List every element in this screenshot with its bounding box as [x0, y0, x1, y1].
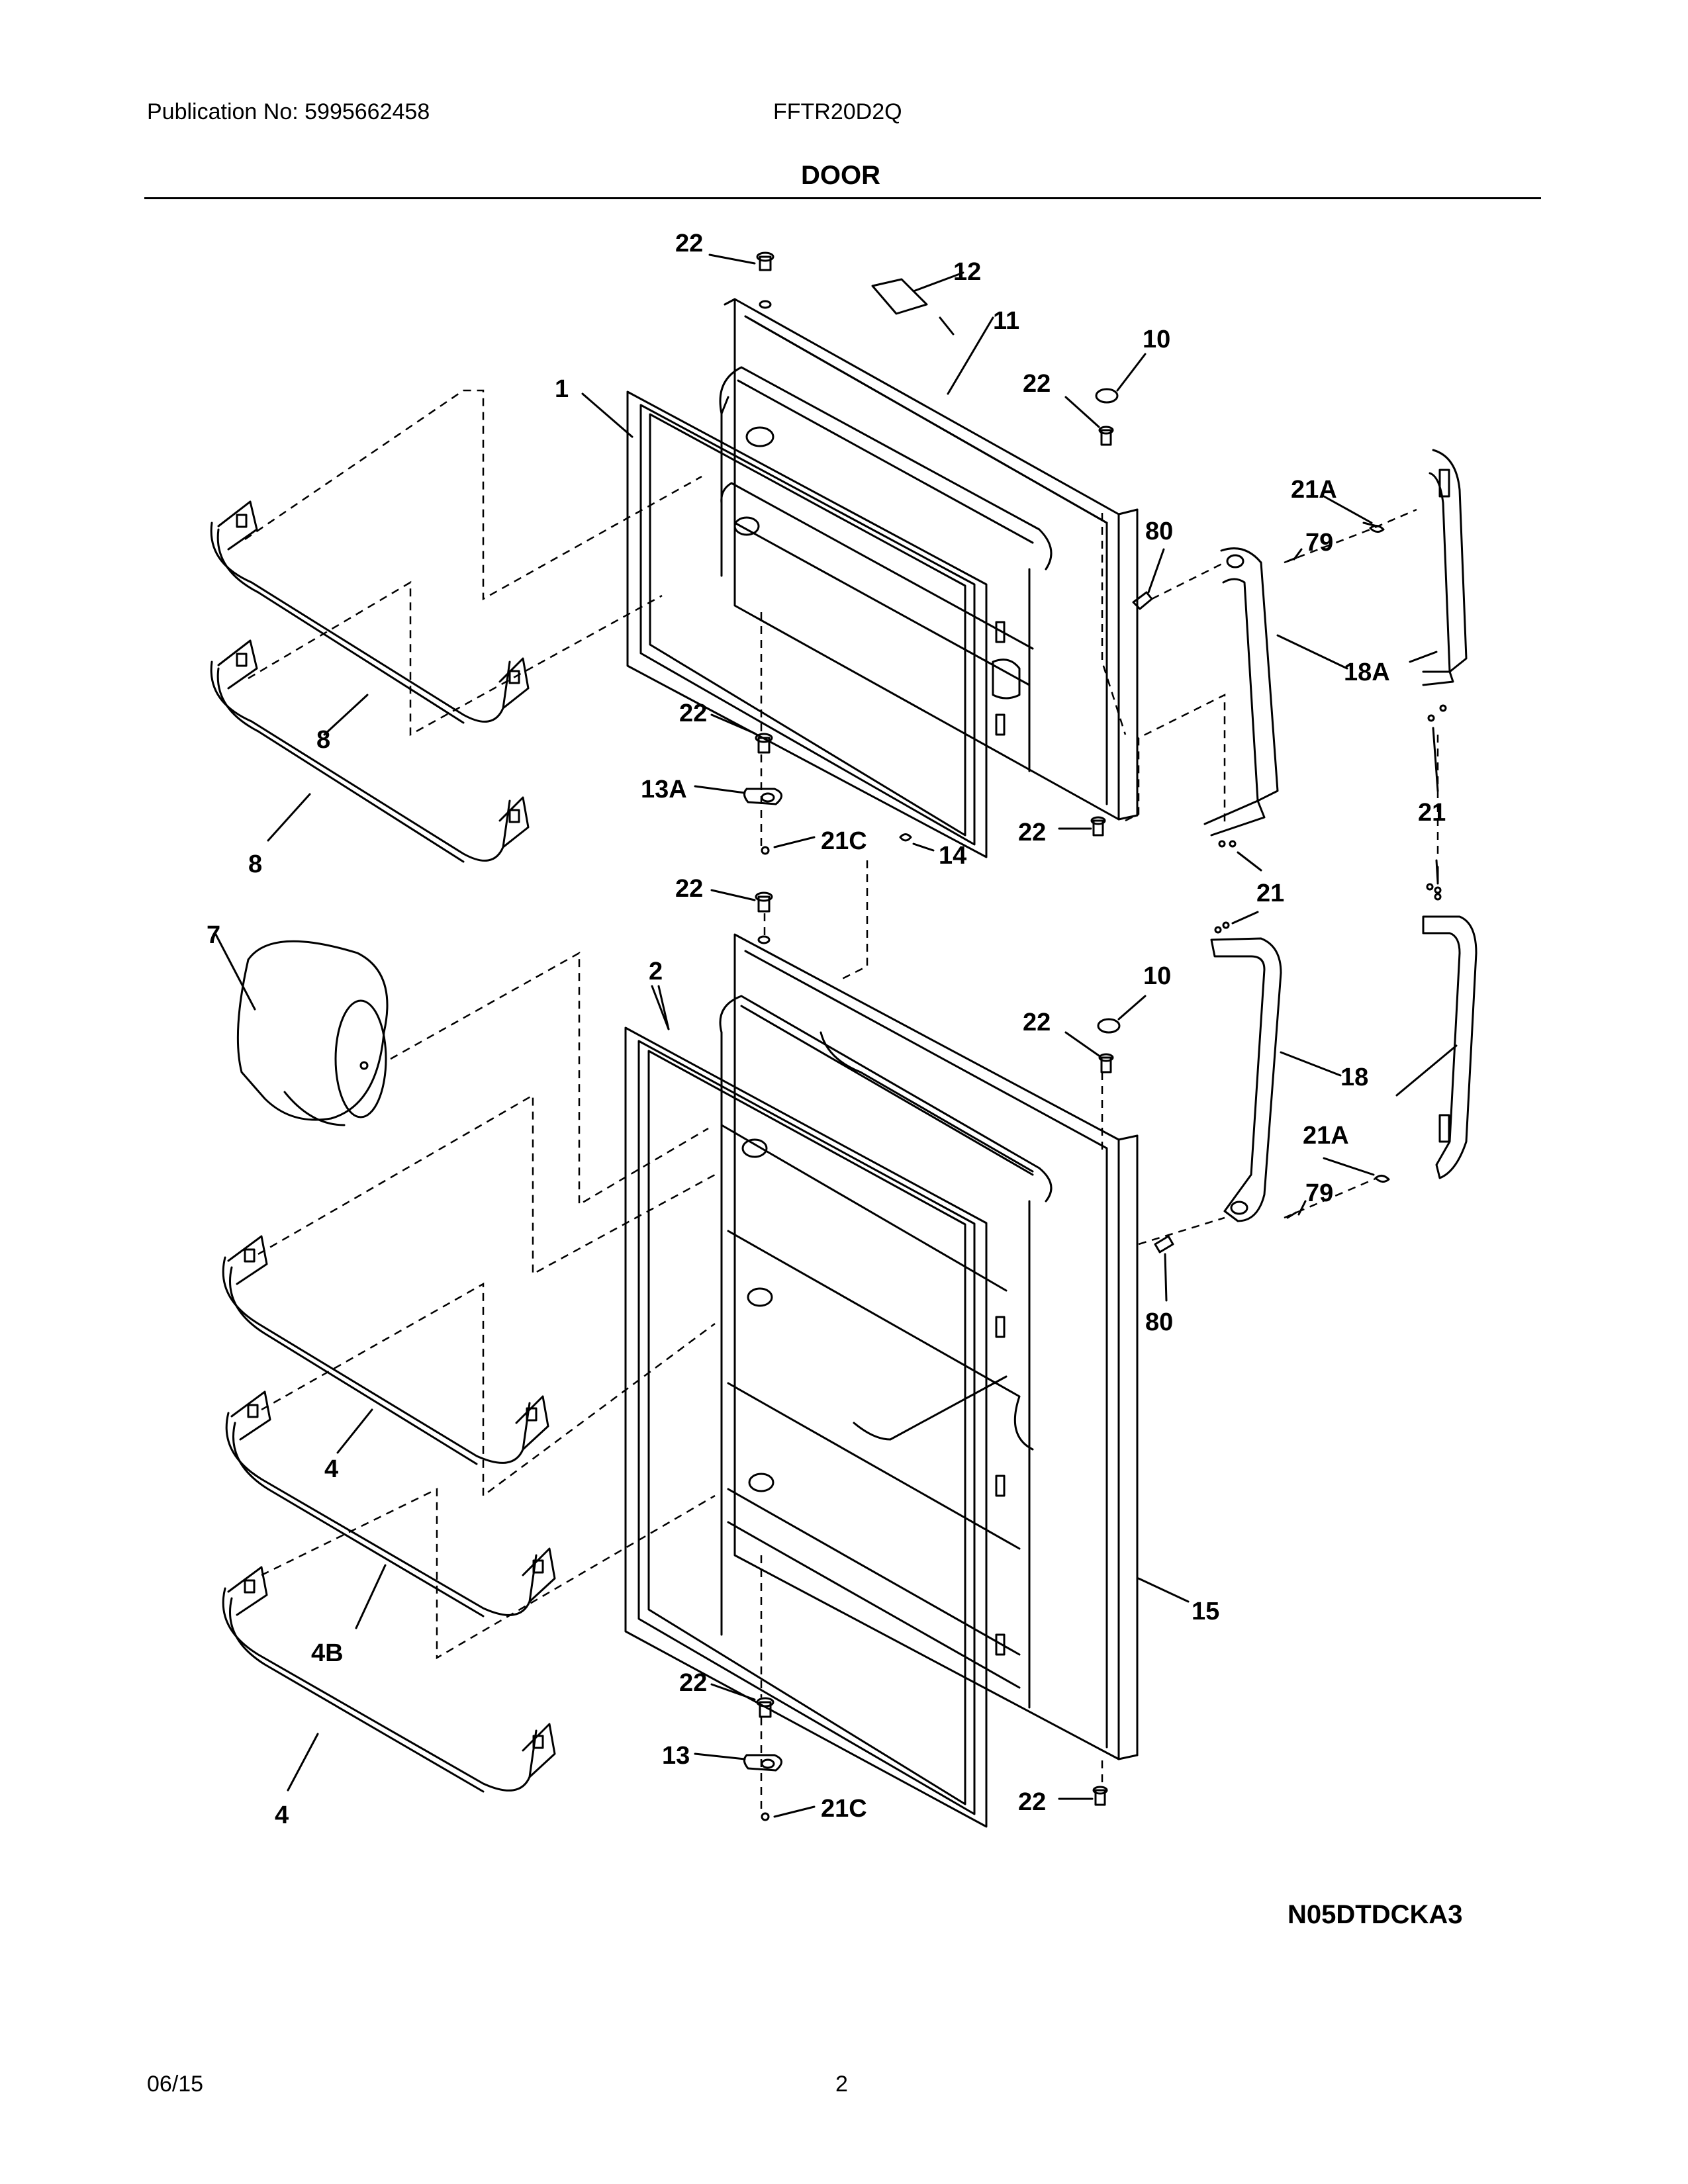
freezer-handle-trim: [1409, 449, 1468, 686]
fresh-food-door-shelf-upper: [222, 1235, 549, 1465]
hinge-cover-12: [871, 271, 964, 315]
callout-13A: 13A: [641, 776, 687, 803]
callout-21C-upper: 21C: [821, 827, 867, 855]
callout-22-top: 22: [675, 230, 703, 257]
hinge-screw-22-upper: [1064, 396, 1114, 446]
callout-22-lower-bottom-right: 22: [1018, 1788, 1046, 1816]
callout-line-2: [651, 985, 670, 1030]
callout-21-mid: 21: [1256, 880, 1284, 907]
callout-4-lower: 4: [275, 1801, 289, 1829]
callout-4-upper: 4: [324, 1455, 338, 1483]
callout-21-right: 21: [1418, 799, 1446, 827]
callout-12: 12: [953, 258, 981, 286]
callout-10-upper: 10: [1143, 326, 1170, 353]
fresh-food-door-shelf-lower: [222, 1566, 556, 1793]
callout-21A-upper: 21A: [1291, 476, 1337, 504]
callout-22-hinge-lower: 22: [1023, 1009, 1051, 1036]
callout-8-upper: 8: [316, 726, 330, 754]
callout-1: 1: [555, 375, 569, 403]
callout-13: 13: [662, 1742, 690, 1770]
callout-18A: 18A: [1344, 659, 1390, 686]
callout-line-11: [947, 316, 994, 395]
upper-handle-hardware: [1132, 495, 1447, 901]
fresh-food-handle-18: [1210, 937, 1342, 1222]
header-divider: [144, 197, 1541, 199]
callout-21C-lower: 21C: [821, 1795, 867, 1823]
callout-22-upper-bottom-right: 22: [1018, 819, 1046, 846]
callout-line-1: [581, 392, 633, 438]
callout-14: 14: [939, 842, 966, 870]
callout-80-upper: 80: [1145, 518, 1173, 545]
dairy-door-7: [214, 932, 389, 1126]
freezer-door-gasket: [626, 390, 988, 858]
top-hinge-screw-lower: [657, 889, 773, 1030]
freezer-door-outer-panel: [724, 298, 1139, 821]
hole-plug-10-upper: [1095, 353, 1147, 404]
lower-handle-hardware: [1154, 866, 1442, 1302]
section-title: DOOR: [801, 161, 880, 190]
publication-number: Publication No: 5995662458: [147, 99, 430, 124]
fresh-food-handle-trim: [1395, 915, 1477, 1179]
fresh-food-door-outer-panel: [733, 933, 1139, 1760]
bottom-screws-lower-door: [694, 1683, 1108, 1821]
callout-10-lower: 10: [1143, 962, 1171, 990]
hinge-screw-22-lower: [1064, 1031, 1114, 1073]
callout-79-upper: 79: [1305, 529, 1333, 557]
model-number: FFTR20D2Q: [773, 99, 902, 124]
top-hinge-screw-upper: [708, 251, 774, 309]
hole-plug-10-lower: [1097, 995, 1147, 1034]
callout-22-upper-bottom-left: 22: [679, 700, 707, 727]
freezer-door-shelf-upper: [210, 500, 530, 736]
callout-22-hinge-upper: 22: [1023, 370, 1051, 398]
footer-date: 06/15: [147, 2071, 204, 2097]
callout-4B: 4B: [311, 1639, 344, 1667]
assembly-lines: [244, 389, 1439, 1813]
freezer-door-shelf-lower: [210, 639, 530, 863]
callout-7: 7: [207, 921, 220, 949]
callout-11: 11: [993, 307, 1019, 335]
callout-21A-lower: 21A: [1303, 1122, 1349, 1150]
callout-22-lower-top: 22: [675, 875, 703, 903]
callout-18: 18: [1340, 1064, 1368, 1091]
fresh-food-door-shelf-4B: [225, 1390, 556, 1629]
freezer-door-liner: [719, 366, 1053, 772]
callout-79-lower: 79: [1305, 1179, 1333, 1207]
freezer-handle-18A: [1203, 547, 1348, 837]
callout-80-lower: 80: [1145, 1308, 1173, 1336]
callout-15: 15: [1192, 1598, 1219, 1625]
fresh-food-door-gasket: [624, 1026, 988, 1828]
diagram-code: N05DTDCKA3: [1288, 1900, 1463, 1929]
page-number: 2: [835, 2071, 848, 2097]
bottom-screws-upper-door: [694, 713, 1262, 872]
callout-2: 2: [649, 958, 663, 985]
fresh-food-door-liner: [719, 995, 1053, 1709]
callout-22-lower-bottom-left: 22: [679, 1669, 707, 1697]
callout-8-lower: 8: [248, 850, 262, 878]
callout-line-15: [1137, 1577, 1190, 1603]
